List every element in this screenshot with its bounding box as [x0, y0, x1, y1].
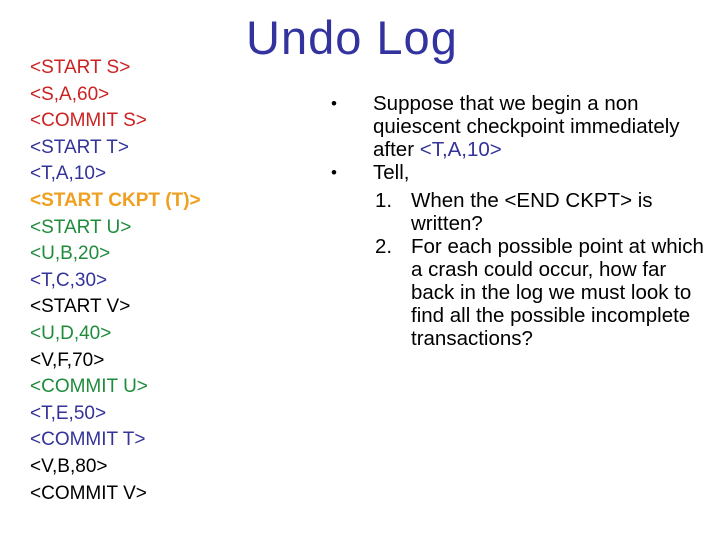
log-entry: <COMMIT U>	[30, 376, 148, 398]
log-entry: <T,A,10>	[30, 163, 107, 185]
numbered-list: 1. When the <END CKPT> is written? 2. Fo…	[331, 189, 713, 350]
log-entry: <V,B,80>	[30, 455, 108, 477]
log-entry: <START V>	[30, 296, 131, 318]
bullet-item-suppose: • Suppose that we begin a non quiescent …	[331, 92, 713, 161]
slide-body: • Suppose that we begin a non quiescent …	[331, 92, 713, 350]
item-number: 2.	[375, 235, 393, 258]
bullet-text: Suppose that we begin a non quiescent ch…	[373, 92, 680, 161]
item-text: For each possible point at which a crash…	[411, 235, 704, 350]
bullet-text: Tell,	[373, 161, 410, 184]
bullet-icon: •	[331, 163, 337, 182]
undo-log-listing: <START S> <S,A,60> <COMMIT S> <START T> …	[30, 55, 201, 507]
log-record-reference: <T,A,10>	[419, 138, 502, 161]
log-entry: <START S>	[30, 57, 131, 78]
numbered-item-2: 2. For each possible point at which a cr…	[375, 235, 713, 350]
log-entry: <T,E,50>	[30, 402, 107, 424]
item-number: 1.	[375, 189, 393, 212]
numbered-item-1: 1. When the <END CKPT> is written?	[375, 189, 713, 235]
log-entry: <U,B,20>	[30, 243, 111, 265]
log-entry: <COMMIT T>	[30, 429, 146, 451]
log-entry: <COMMIT S>	[30, 110, 147, 132]
log-entry: <T,C,30>	[30, 269, 108, 291]
bullet-item-tell: • Tell,	[331, 161, 713, 184]
log-entry: <S,A,60>	[30, 83, 110, 105]
log-entry-start-ckpt: <START CKPT (T)>	[30, 189, 201, 211]
log-entry: <V,F,70>	[30, 349, 105, 371]
bullet-icon: •	[331, 94, 337, 113]
item-text: When the <END CKPT> is written?	[411, 189, 653, 235]
bullet-text-wrap: Suppose that we begin a non quiescent ch…	[373, 92, 713, 161]
log-entry: <START U>	[30, 216, 132, 238]
log-entry: <U,D,40>	[30, 322, 112, 344]
log-entry: <COMMIT V>	[30, 482, 147, 504]
slide-title: Undo Log	[246, 11, 458, 64]
log-entry: <START T>	[30, 136, 129, 158]
